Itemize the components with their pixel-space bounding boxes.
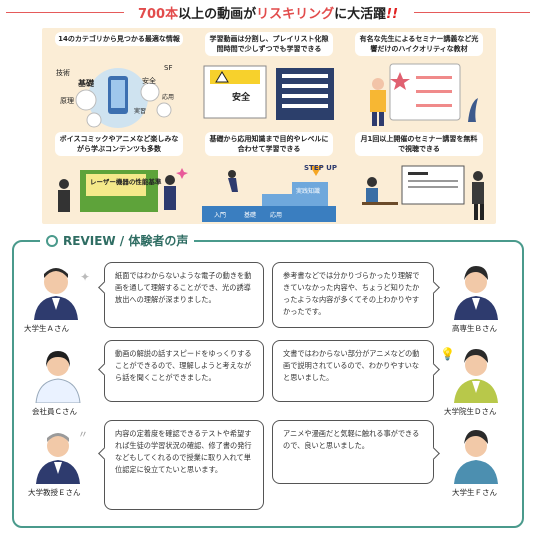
review-panel	[12, 240, 524, 528]
person-label-f: 大学生Ｆさん	[452, 488, 497, 497]
tag-sf: SF	[164, 64, 173, 72]
step-practical: 実践知識	[296, 188, 321, 195]
title-end: に大活躍	[334, 7, 387, 22]
person-label-d: 大学院生Ｄさん	[444, 407, 497, 416]
feature-card-levels: 基礎から応用知識まで目的やレベルに合わせて学習できる STEP UP 入門 基礎…	[192, 128, 346, 224]
avatar-professor-e: 〃	[32, 426, 88, 484]
playlist-illustration: 安全	[192, 62, 346, 130]
feature-card-free-seminars: 月1回以上開催のセミナー講習を無料で視聴できる	[342, 128, 496, 224]
feature-caption: 有名な先生によるセミナー講義など光響だけのハイクオリティな教材	[355, 32, 483, 56]
title-red: リスキリング	[256, 7, 335, 22]
feature-card-playlist: 学習動画は分割し、プレイリスト化隙間時間で少しずつでも学習できる 安全	[192, 28, 346, 130]
free-seminar-illustration	[342, 162, 496, 224]
lightbulb-icon: 💡	[440, 347, 455, 361]
feature-card-seminars: 有名な先生によるセミナー講義など光響だけのハイクオリティな教材	[342, 28, 496, 130]
tag-practice: 実習	[134, 108, 147, 115]
tag-technology: 技術	[56, 69, 70, 77]
page-title: 700本以上の動画がリスキリングに大活躍!!	[0, 3, 536, 22]
seminar-illustration	[342, 62, 496, 130]
title-mid: 以上の動画が	[178, 7, 257, 22]
step-applied: 応用	[270, 212, 283, 219]
review-text-e: 内容の定着度を確認できるテストや希望すれば生徒の学習状況の確認、修了書の発行など…	[115, 429, 252, 474]
avatar-student-a: ✦	[28, 262, 90, 320]
page-header: 700本以上の動画がリスキリングに大活躍!!	[0, 0, 536, 24]
header-rule-right	[414, 12, 530, 13]
step-basic: 基礎	[244, 212, 257, 219]
feature-caption: 14のカテゴリから見つかる最適な情報	[55, 32, 183, 46]
step-intro: 入門	[214, 212, 227, 219]
step-up-label: STEP UP	[304, 164, 337, 172]
review-text-c: 動画の解説の話すスピードをゆっくりすることができるので、理解しようと考えながら話…	[115, 349, 252, 382]
tag-applied: 応用	[162, 94, 175, 101]
person-label-a: 大学生Ａさん	[24, 324, 69, 333]
feature-caption: ボイスコミックやアニメなど楽しみながら学ぶコンテンツも多数	[55, 132, 183, 156]
avatar-student-b	[448, 262, 504, 320]
feature-card-comics: ボイスコミックやアニメなど楽しみながら学ぶコンテンツも多数 レーザー機器の性能基…	[42, 128, 196, 224]
comic-illustration: レーザー機器の性能基準	[42, 162, 196, 224]
review-text-f: アニメや漫画だと気軽に触れる事ができるので、良いと思いました。	[283, 429, 420, 450]
feature-caption: 月1回以上開催のセミナー講習を無料で視聴できる	[355, 132, 483, 156]
person-label-b: 高専生Ｂさん	[452, 324, 497, 333]
tag-principle: 原理	[60, 97, 74, 105]
feature-caption: 基礎から応用知識まで目的やレベルに合わせて学習できる	[205, 132, 333, 156]
categories-illustration: 技術 基礎 安全 SF 応用 原理 実習	[42, 62, 196, 130]
avatar-student-f	[448, 426, 504, 484]
tag-safety: 安全	[142, 77, 156, 85]
review-heading-dot	[46, 234, 58, 247]
review-bubble-e: 内容の定着度を確認できるテストや希望すれば生徒の学習状況の確認、修了書の発行など…	[98, 420, 264, 510]
person-label-c: 会社員Ｃさん	[32, 407, 77, 416]
avatar-grad-student-d: 💡	[440, 345, 504, 403]
review-text-d: 文書ではわからない部分がアニメなどの動画で説明されているので、わかりやすいなと思…	[283, 349, 420, 382]
review-heading: REVIEW / 体験者の声	[40, 232, 195, 249]
safety-sign-text: 安全	[232, 93, 251, 103]
review-bubble-a: 紙面ではわからないような電子の動きを動画を通して理解することができ、光の誘導放出…	[98, 262, 264, 328]
title-count: 700本	[137, 7, 179, 22]
feature-caption: 学習動画は分割し、プレイリスト化隙間時間で少しずつでも学習できる	[205, 32, 333, 56]
header-rule-left	[6, 12, 124, 13]
review-title: REVIEW / 体験者の声	[63, 234, 189, 248]
review-bubble-b: 参考書などでは分かりづらかったり理解できていなかった内容や、ちょうど知りたかった…	[272, 262, 440, 328]
feature-card-categories: 14のカテゴリから見つかる最適な情報 技術 基礎 安全 SF 応用 原理 実習	[42, 28, 196, 130]
title-exclamation: !!	[386, 7, 399, 22]
review-bubble-f: アニメや漫画だと気軽に触れる事ができるので、良いと思いました。	[272, 420, 440, 484]
tag-basics: 基礎	[78, 79, 94, 88]
person-label-e: 大学教授Ｅさん	[28, 488, 81, 497]
review-text-a: 紙面ではわからないような電子の動きを動画を通して理解することができ、光の誘導放出…	[115, 271, 252, 304]
avatar-employee-c	[32, 345, 88, 404]
review-text-b: 参考書などでは分かりづらかったり理解できていなかった内容や、ちょうど知りたかった…	[283, 271, 420, 316]
review-bubble-d: 文書ではわからない部分がアニメなどの動画で説明されているので、わかりやすいなと思…	[272, 340, 440, 402]
comic-title: レーザー機器の性能基準	[90, 178, 162, 186]
review-bubble-c: 動画の解説の話すスピードをゆっくりすることができるので、理解しようと考えながら話…	[98, 340, 264, 402]
levels-illustration: STEP UP 入門 基礎 応用 実践知識	[192, 162, 346, 224]
